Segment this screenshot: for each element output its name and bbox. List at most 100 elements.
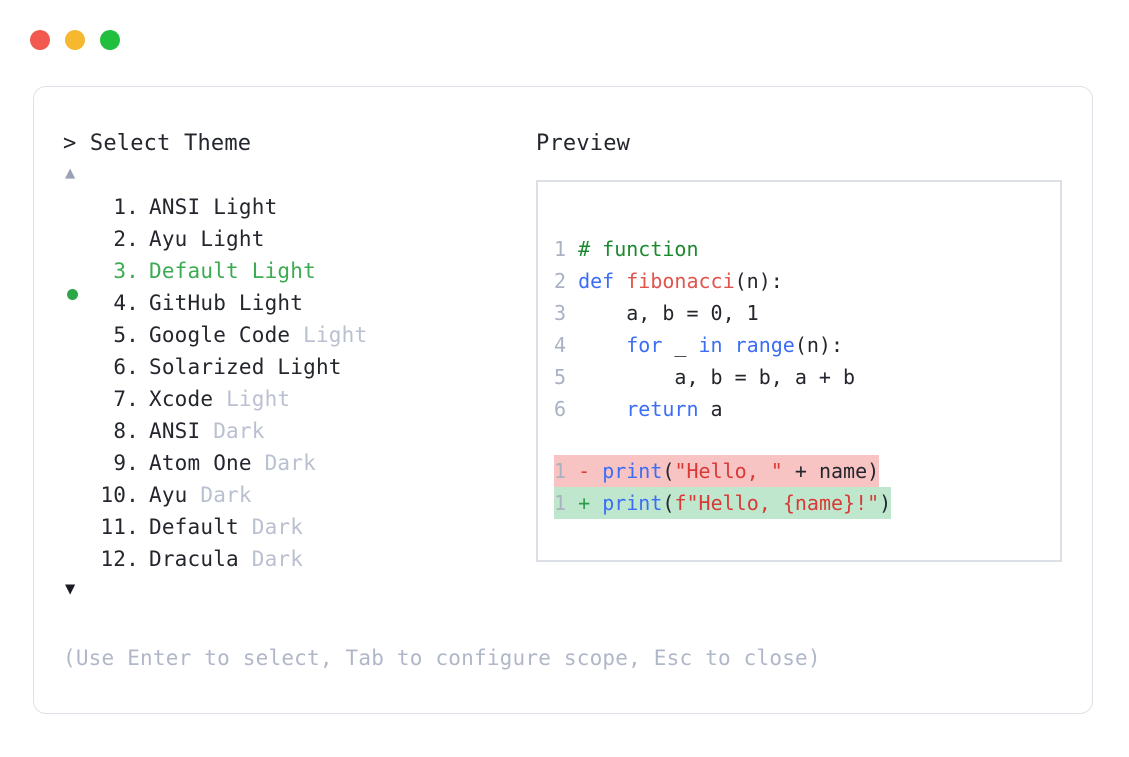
theme-list-item[interactable]: 5.Google Code Light bbox=[63, 319, 533, 351]
theme-item-label: ANSI Light bbox=[139, 191, 277, 223]
theme-item-label: Default Dark bbox=[139, 511, 303, 543]
scroll-down-arrow-icon[interactable]: ▼ bbox=[65, 579, 76, 599]
theme-item-index: 12. bbox=[100, 547, 139, 571]
prompt-symbol: > bbox=[63, 131, 77, 156]
theme-item-variant: Dark bbox=[213, 419, 265, 443]
diff-row: 1 + print(f"Hello, {name}!") bbox=[554, 487, 1054, 519]
theme-list-item[interactable]: 1.ANSI Light bbox=[63, 191, 533, 223]
theme-item-index: 6. bbox=[113, 355, 139, 379]
window-traffic-lights bbox=[30, 30, 120, 50]
theme-list-item[interactable]: 4. GitHub Light bbox=[63, 287, 533, 319]
code-token: a, b = b, a + b bbox=[578, 365, 856, 389]
theme-item-name: Dracula bbox=[149, 547, 252, 571]
code-token: (n): bbox=[734, 269, 783, 293]
line-number: 5 bbox=[554, 365, 567, 389]
code-token: ( bbox=[662, 491, 675, 515]
gutter-space bbox=[566, 397, 578, 421]
diff-plus-sign: + bbox=[578, 491, 591, 515]
line-number: 3 bbox=[554, 301, 567, 325]
theme-item-label: Xcode Light bbox=[139, 383, 290, 415]
gutter-space bbox=[566, 237, 578, 261]
minimize-window-button[interactable] bbox=[65, 30, 85, 50]
theme-item-index: 2. bbox=[113, 227, 139, 251]
theme-item-label: Ayu Dark bbox=[139, 479, 252, 511]
maximize-window-button[interactable] bbox=[100, 30, 120, 50]
theme-item-name: GitHub Light bbox=[149, 291, 304, 315]
theme-item-name: Default bbox=[149, 515, 252, 539]
theme-item-variant: Light bbox=[303, 323, 368, 347]
theme-item-variant: Dark bbox=[251, 515, 304, 539]
theme-item-name: ANSI bbox=[149, 419, 214, 443]
line-number: 2 bbox=[554, 269, 567, 293]
theme-item-label: ANSI Dark bbox=[139, 415, 265, 447]
code-token: (n): bbox=[794, 333, 844, 357]
code-token: return bbox=[626, 397, 699, 421]
gutter-space bbox=[566, 365, 578, 389]
theme-list-item[interactable]: 9.Atom One Dark bbox=[63, 447, 533, 479]
code-token: ( bbox=[662, 459, 675, 483]
selected-dot-icon bbox=[67, 289, 78, 300]
code-line: 3 a, b = 0, 1 bbox=[554, 297, 1054, 329]
close-window-button[interactable] bbox=[30, 30, 50, 50]
diff-removed-line: 1 - print("Hello, " + name) bbox=[554, 455, 880, 487]
scroll-up-arrow-icon[interactable]: ▲ bbox=[65, 163, 76, 183]
theme-item-label: Atom One Dark bbox=[139, 447, 316, 479]
theme-item-index: 11. bbox=[100, 515, 139, 539]
code-line: 1 # function bbox=[554, 233, 1054, 265]
diff-added-line: 1 + print(f"Hello, {name}!") bbox=[554, 487, 892, 519]
theme-list-item[interactable]: 3.Default Light bbox=[63, 255, 533, 300]
code-token bbox=[578, 397, 626, 421]
code-token: print bbox=[602, 491, 663, 515]
gutter-space bbox=[566, 459, 578, 483]
theme-list-item[interactable]: 12. Dracula Dark bbox=[63, 543, 533, 575]
theme-item-index: 10. bbox=[100, 483, 139, 507]
code-token: ) bbox=[879, 491, 892, 515]
line-number: 1 bbox=[554, 491, 567, 515]
gutter-space bbox=[566, 269, 578, 293]
select-theme-prompt: > Select Theme bbox=[63, 129, 533, 159]
code-token: print bbox=[602, 459, 663, 483]
code-token bbox=[578, 333, 626, 357]
code-line: 4 for _ in range(n): bbox=[554, 329, 1054, 361]
code-line: 2 def fibonacci(n): bbox=[554, 265, 1054, 297]
code-token: in range bbox=[698, 333, 795, 357]
code-token: "Hello, " bbox=[674, 459, 783, 483]
line-number: 1 bbox=[554, 237, 567, 261]
keyboard-hint: (Use Enter to select, Tab to configure s… bbox=[63, 646, 821, 670]
theme-list-item[interactable]: 8.ANSI Dark bbox=[63, 415, 533, 447]
theme-item-label: Solarized Light bbox=[139, 351, 342, 383]
code-token: def bbox=[578, 269, 627, 293]
theme-list-item[interactable]: 6. Solarized Light bbox=[63, 351, 533, 383]
theme-item-label: Ayu Light bbox=[139, 223, 265, 255]
preview-label: Preview bbox=[536, 131, 631, 156]
diff-row: 1 - print("Hello, " + name) bbox=[554, 455, 1054, 487]
theme-item-index: 8. bbox=[113, 419, 139, 443]
theme-item-index: 1. bbox=[113, 195, 139, 219]
theme-list-item[interactable]: 11.Default Dark bbox=[63, 511, 533, 543]
gutter-space bbox=[566, 333, 578, 357]
code-token: f"Hello, {name}!" bbox=[674, 491, 880, 515]
theme-item-index: 7. bbox=[113, 387, 139, 411]
theme-list-item[interactable]: 10.Ayu Dark bbox=[63, 479, 533, 511]
code-token: a bbox=[698, 397, 723, 421]
theme-list-item[interactable]: 2. Ayu Light bbox=[63, 223, 533, 255]
code-spacer bbox=[554, 425, 1054, 455]
code-token: for bbox=[626, 333, 663, 357]
code-line: 5 a, b = b, a + b bbox=[554, 361, 1054, 393]
code-token: _ bbox=[662, 333, 699, 357]
theme-list-item[interactable]: 7.Xcode Light bbox=[63, 383, 533, 415]
theme-item-index: 4. bbox=[113, 291, 139, 315]
line-number: 1 bbox=[554, 459, 567, 483]
theme-item-variant: Dark bbox=[251, 547, 304, 571]
diff-minus-sign: - bbox=[578, 459, 591, 483]
theme-item-label: Google Code Light bbox=[139, 319, 367, 351]
theme-item-name: Solarized Light bbox=[149, 355, 342, 379]
theme-item-name: Ayu Light bbox=[149, 227, 265, 251]
code-token: # function bbox=[578, 237, 699, 261]
theme-item-name: Atom One bbox=[149, 451, 265, 475]
theme-item-name: Xcode bbox=[149, 387, 227, 411]
